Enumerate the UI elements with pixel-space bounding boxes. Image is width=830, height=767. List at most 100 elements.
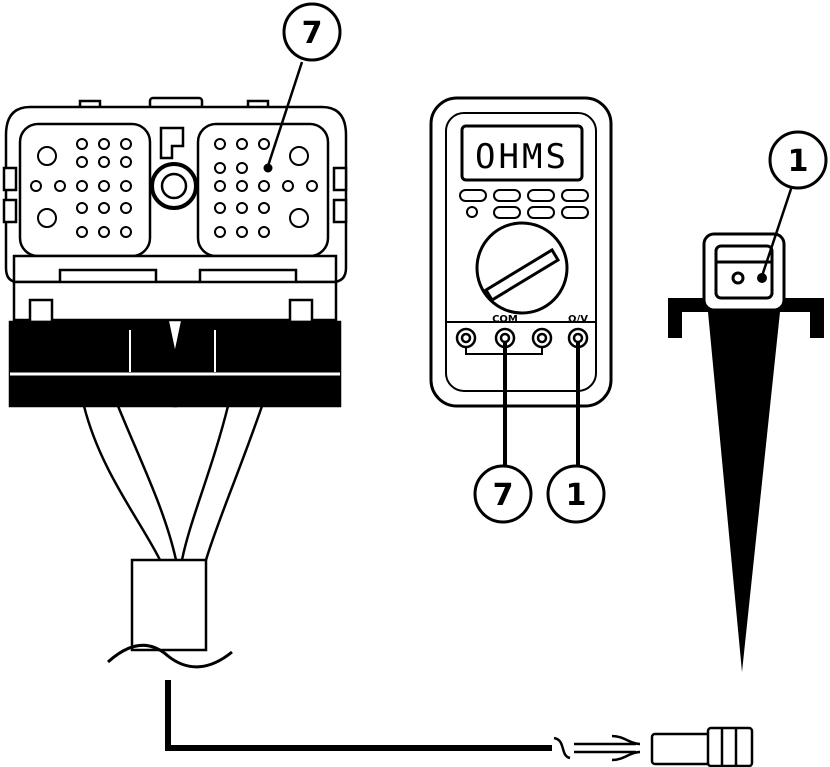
connector-test-pin xyxy=(263,163,273,173)
harness-wires xyxy=(82,405,264,561)
connector-key xyxy=(159,126,185,160)
callout-number: 7 xyxy=(302,16,323,51)
connector-cavity-large xyxy=(37,146,57,166)
multimeter-button[interactable] xyxy=(459,189,487,202)
connector-side-latch-right xyxy=(332,166,348,192)
connector-boot-right xyxy=(172,320,342,408)
multimeter-buttons xyxy=(459,189,589,219)
callout-ground-terminal: 1 xyxy=(768,130,828,190)
multimeter-button[interactable] xyxy=(527,206,555,219)
ground-terminal-pin-test xyxy=(757,273,767,283)
callout-number: 7 xyxy=(493,478,514,513)
connector-pin xyxy=(120,138,132,150)
multimeter-display-text: OHMS xyxy=(475,137,569,177)
callout-circle xyxy=(473,464,533,524)
connector-pin xyxy=(214,202,226,214)
connector-pin xyxy=(120,202,132,214)
connector-pin xyxy=(258,202,270,214)
leader-connector-pin xyxy=(266,61,304,167)
connector-pin xyxy=(236,162,248,174)
multimeter-button[interactable] xyxy=(493,206,521,219)
harness-wire-1 xyxy=(82,405,162,561)
multimeter-jack-com-inner xyxy=(499,332,511,344)
callout-circle xyxy=(546,464,606,524)
connector-shell-tab-left xyxy=(28,298,54,324)
callout-leaders xyxy=(266,61,794,277)
connector-pins-right xyxy=(214,138,318,238)
connector-cavity-large xyxy=(289,208,309,228)
connector-boot-left xyxy=(8,320,178,408)
jumper-end-connector xyxy=(574,726,754,767)
connector-pin xyxy=(258,138,270,150)
connector-pin xyxy=(54,180,66,192)
connector-pin xyxy=(236,180,248,192)
connector-pin xyxy=(282,180,294,192)
connector-pin xyxy=(214,138,226,150)
jumper-leads xyxy=(574,742,636,754)
connector-pin xyxy=(214,180,226,192)
callout-probe-ohm: 1 xyxy=(546,464,606,524)
connector-pin xyxy=(306,180,318,192)
connector-pin xyxy=(98,226,110,238)
multimeter xyxy=(429,96,613,408)
jumper-plug xyxy=(650,732,712,766)
connector-pin xyxy=(258,226,270,238)
connector-cavity-large xyxy=(289,146,309,166)
connector-pin xyxy=(214,226,226,238)
multimeter-jack-3-inner xyxy=(536,332,548,344)
connector-pins-left xyxy=(30,138,132,238)
connector-pin xyxy=(258,180,270,192)
connector-pin xyxy=(236,138,248,150)
callout-circle xyxy=(282,2,342,62)
ground-terminal-pin-open xyxy=(731,271,745,285)
jumper-wire xyxy=(165,680,552,751)
connector-pin xyxy=(76,156,88,168)
jumper-plug-head xyxy=(706,726,754,767)
multimeter-button[interactable] xyxy=(493,189,521,202)
callout-circle xyxy=(768,130,828,190)
harness-break-mark xyxy=(106,643,233,669)
multimeter-dial-pointer xyxy=(483,247,561,303)
connector-pin xyxy=(30,180,42,192)
connector-pin xyxy=(214,162,226,174)
harness-wire-3 xyxy=(180,405,230,561)
connector-pin xyxy=(120,180,132,192)
multimeter-jack-ohm-inner xyxy=(572,332,584,344)
harness-connector xyxy=(2,96,348,408)
ground-terminal-face xyxy=(714,244,774,300)
multimeter-button[interactable] xyxy=(527,189,555,202)
connector-pin xyxy=(120,156,132,168)
connector-pin xyxy=(76,138,88,150)
connector-bolt xyxy=(160,172,188,200)
callout-connector-pin: 7 xyxy=(282,2,342,62)
connector-side-latch-left xyxy=(2,166,18,192)
connector-back-shell xyxy=(12,280,338,322)
connector-pin xyxy=(98,138,110,150)
connector-pin xyxy=(98,180,110,192)
connector-pin xyxy=(76,226,88,238)
connector-pin xyxy=(98,202,110,214)
leader-ground-terminal xyxy=(760,185,794,277)
connector-pin xyxy=(236,226,248,238)
multimeter-button-round[interactable] xyxy=(466,206,478,218)
connector-shell-tab-right xyxy=(288,298,314,324)
multimeter-button[interactable] xyxy=(561,189,589,202)
jack-label-com: COM xyxy=(492,314,518,325)
connector-side-latch-right-2 xyxy=(332,198,348,224)
callout-number: 1 xyxy=(566,478,587,513)
multimeter-jacks xyxy=(455,327,589,349)
ground-spike xyxy=(708,312,780,672)
jumper-break-mark xyxy=(553,736,571,760)
harness-wire-4 xyxy=(204,405,264,561)
harness-conduit xyxy=(130,558,208,652)
connector-pin xyxy=(98,156,110,168)
jumper-lead-bend xyxy=(611,734,641,762)
connector-side-latch-left-2 xyxy=(2,198,18,224)
connector-pin xyxy=(76,180,88,192)
connector-pin xyxy=(120,226,132,238)
connector-pin xyxy=(236,202,248,214)
multimeter-button[interactable] xyxy=(561,206,589,219)
ground-terminal-block xyxy=(702,232,786,312)
jack-label-ohm: Ω/V xyxy=(568,314,588,325)
connector-pin xyxy=(76,202,88,214)
